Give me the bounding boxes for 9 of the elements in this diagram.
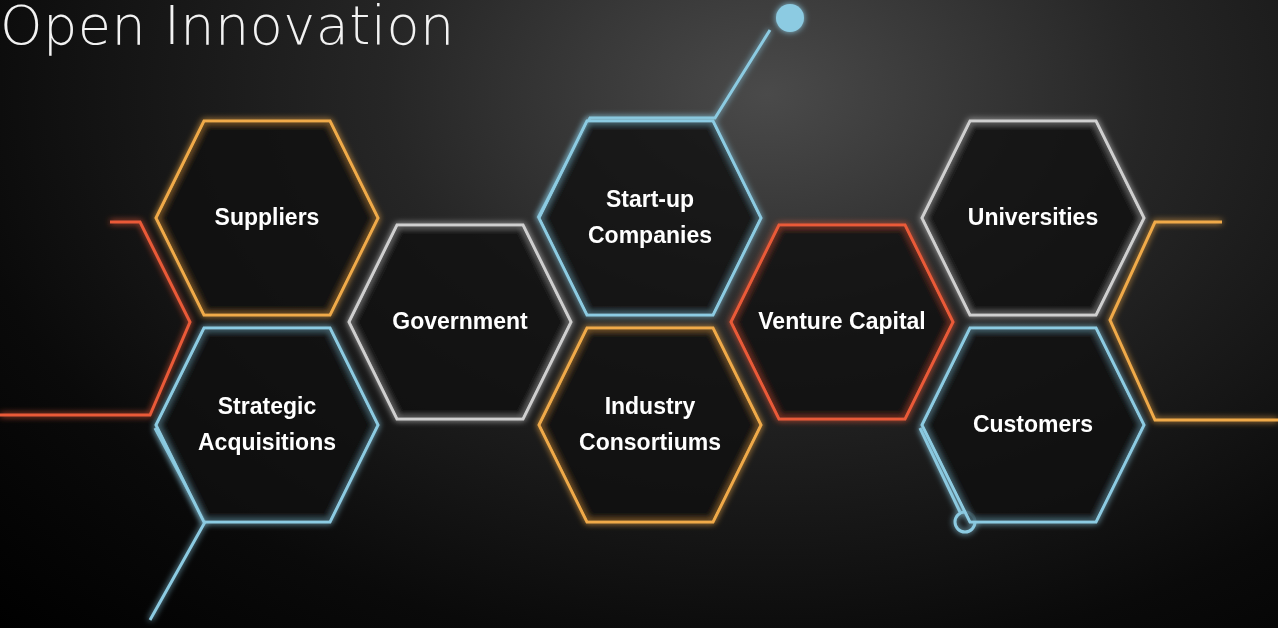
- hexagon-label: Venture Capital: [758, 307, 926, 337]
- hexagon-label: Universities: [967, 203, 1099, 233]
- hexagon-label: Customers: [972, 410, 1094, 440]
- hexagon-label: Start-up Companies: [587, 185, 713, 250]
- hexagon-label: Suppliers: [214, 203, 320, 233]
- hexagon-label: Strategic Acquisitions: [197, 392, 337, 457]
- hexagon-label: Industry Consortiums: [578, 392, 722, 457]
- title: Open Innovation: [0, 0, 455, 57]
- hexagon-label: Government: [392, 307, 528, 337]
